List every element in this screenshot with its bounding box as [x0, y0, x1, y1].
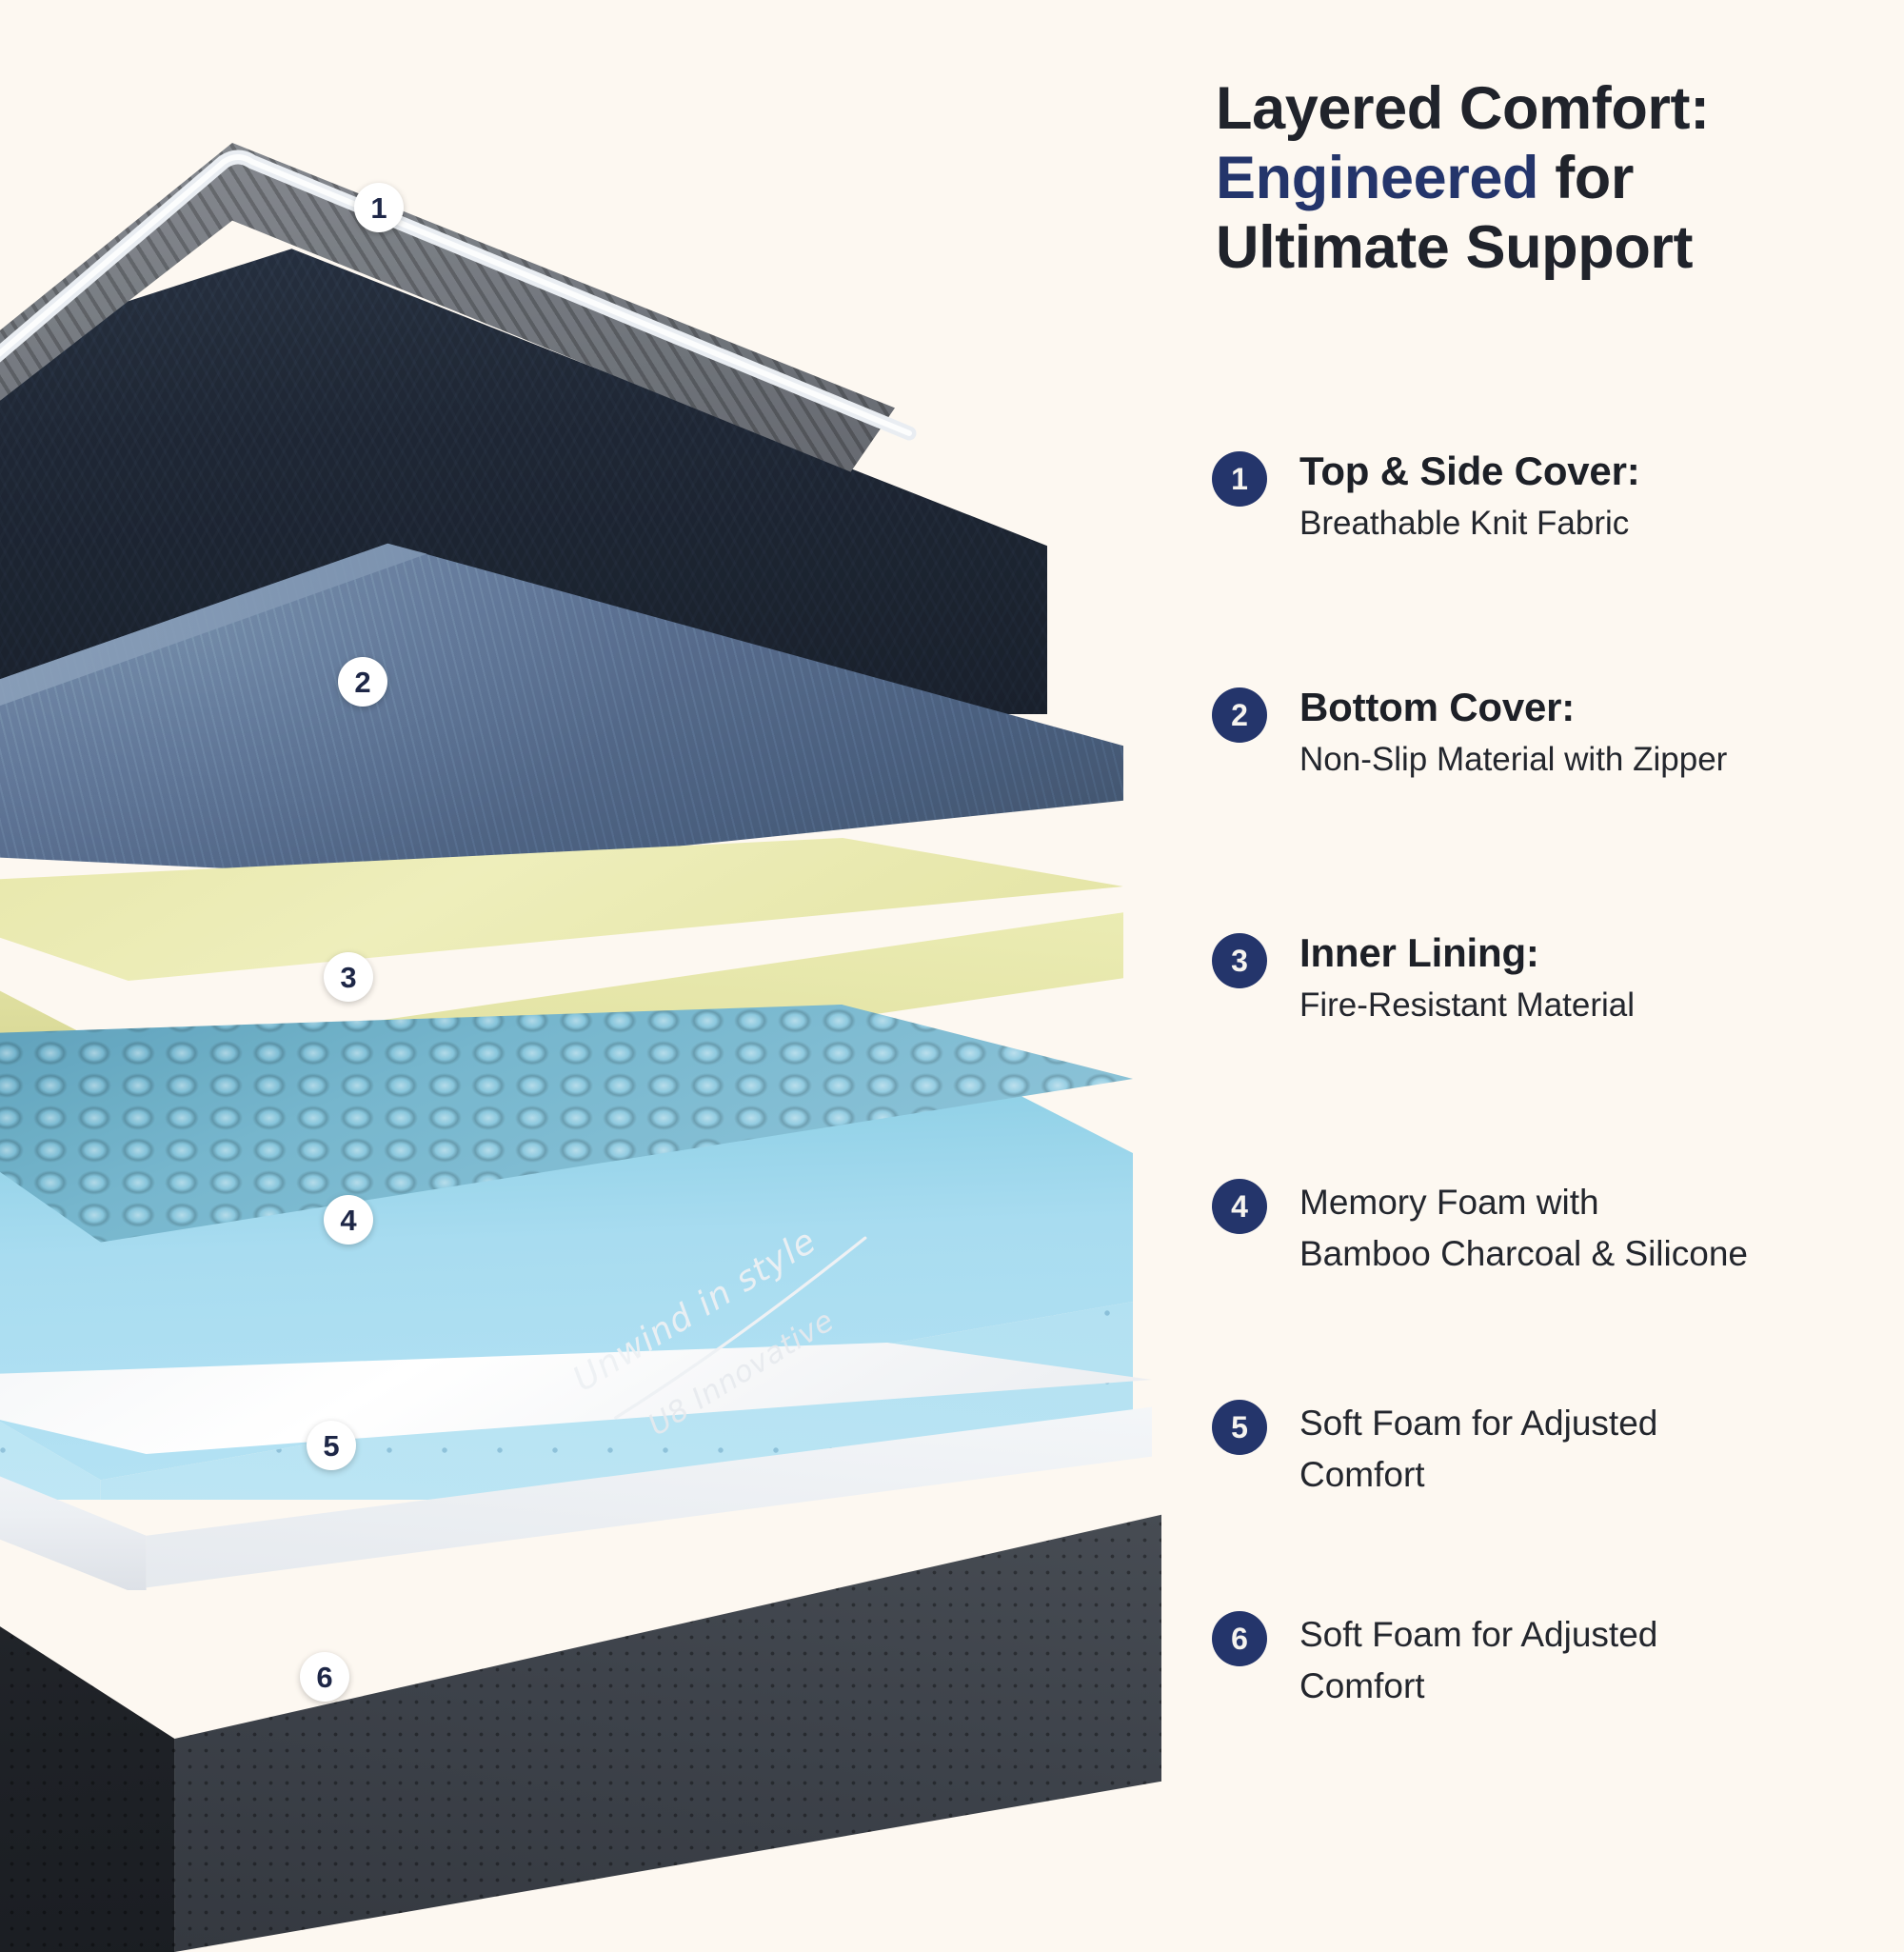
knit-cover-piping — [0, 143, 917, 619]
product-marker-5[interactable]: 5 — [307, 1421, 356, 1470]
product-marker-4[interactable]: 4 — [324, 1195, 373, 1245]
legend-subtext-3: Fire-Resistant Material — [1299, 986, 1636, 1024]
legend-item-5[interactable]: 5 Soft Foam for Adjusted Comfort — [1212, 1396, 1890, 1607]
product-marker-6[interactable]: 6 — [300, 1652, 349, 1702]
product-marker-1[interactable]: 1 — [354, 183, 404, 232]
legend-subtext-2: Non-Slip Material with Zipper — [1299, 740, 1728, 778]
product-exploded-view: Unwind in style U8 Innovative 1 2 3 4 5 … — [0, 0, 1200, 1904]
legend-item-4[interactable]: 4 Memory Foam with Bamboo Charcoal & Sil… — [1212, 1175, 1890, 1396]
legend-text-1: Top & Side Cover: Breathable Knit Fabric — [1299, 448, 1640, 545]
legend-item-6[interactable]: 6 Soft Foam for Adjusted Comfort — [1212, 1607, 1890, 1798]
title-line-1: Layered Comfort: — [1216, 75, 1710, 142]
legend-line-4-2: Bamboo Charcoal & Silicone — [1299, 1233, 1748, 1273]
legend-list: 1 Top & Side Cover: Breathable Knit Fabr… — [1212, 448, 1890, 1798]
layer-2-bottom-cover — [0, 533, 1123, 914]
legend-line-5-2: Comfort — [1299, 1454, 1425, 1494]
title-line-2-rest: for — [1538, 145, 1634, 212]
title-line-2: Engineered for — [1216, 144, 1882, 213]
page-title: Layered Comfort: Engineered for Ultimate… — [1216, 74, 1882, 283]
infographic-page: Unwind in style U8 Innovative 1 2 3 4 5 … — [0, 0, 1904, 1904]
layer-1-top-side-cover — [0, 105, 1047, 714]
bottom-cover-fabric — [0, 543, 1123, 876]
legend-heading-3: Inner Lining: — [1299, 930, 1539, 975]
legend-text-4: Memory Foam with Bamboo Charcoal & Silic… — [1299, 1175, 1748, 1277]
legend-badge-2: 2 — [1212, 687, 1267, 743]
legend-line-6-2: Comfort — [1299, 1665, 1425, 1705]
legend-panel: Layered Comfort: Engineered for Ultimate… — [1195, 0, 1904, 1904]
legend-line-6-1: Soft Foam for Adjusted — [1299, 1615, 1658, 1654]
legend-subtext-1: Breathable Knit Fabric — [1299, 504, 1630, 542]
layer-5-soft-foam-rim — [0, 1343, 1152, 1590]
legend-line-5-1: Soft Foam for Adjusted — [1299, 1404, 1658, 1443]
legend-text-5: Soft Foam for Adjusted Comfort — [1299, 1396, 1657, 1498]
base-perforated-texture — [0, 1504, 1161, 1952]
legend-badge-3: 3 — [1212, 933, 1267, 988]
title-highlight: Engineered — [1216, 145, 1539, 212]
legend-item-1[interactable]: 1 Top & Side Cover: Breathable Knit Fabr… — [1212, 448, 1890, 684]
legend-item-2[interactable]: 2 Bottom Cover: Non-Slip Material with Z… — [1212, 684, 1890, 929]
legend-text-6: Soft Foam for Adjusted Comfort — [1299, 1607, 1657, 1709]
legend-line-4-1: Memory Foam with — [1299, 1183, 1599, 1222]
legend-badge-4: 4 — [1212, 1179, 1267, 1234]
title-line-3: Ultimate Support — [1216, 214, 1694, 282]
legend-badge-6: 6 — [1212, 1611, 1267, 1666]
legend-badge-1: 1 — [1212, 451, 1267, 507]
legend-heading-1: Top & Side Cover: — [1299, 448, 1640, 493]
legend-text-2: Bottom Cover: Non-Slip Material with Zip… — [1299, 684, 1727, 781]
legend-text-3: Inner Lining: Fire-Resistant Material — [1299, 929, 1635, 1026]
legend-item-3[interactable]: 3 Inner Lining: Fire-Resistant Material — [1212, 929, 1890, 1175]
product-marker-2[interactable]: 2 — [338, 657, 387, 707]
product-marker-3[interactable]: 3 — [324, 952, 373, 1002]
layer-6-mattress-base — [0, 1419, 1161, 1952]
legend-heading-2: Bottom Cover: — [1299, 685, 1576, 729]
legend-badge-5: 5 — [1212, 1400, 1267, 1455]
